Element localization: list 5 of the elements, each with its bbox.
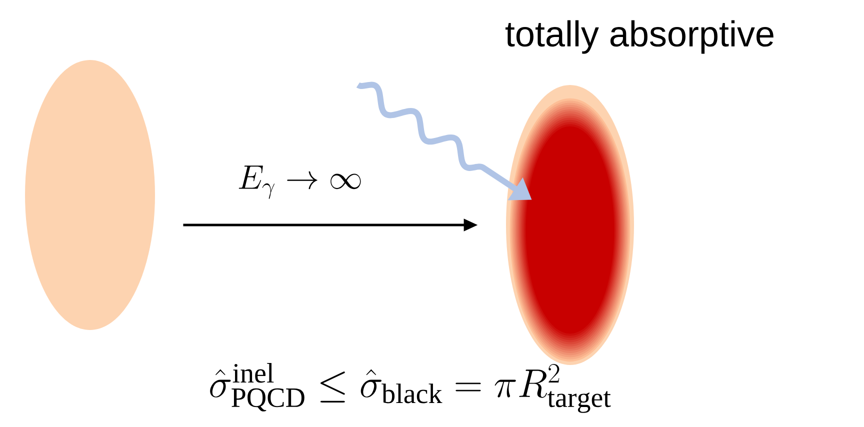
caption-text: totally absorptive: [505, 20, 774, 54]
formula: $\hat{\sigma}^{\mathrm{inel}}_{\mathrm{PQCD}} \le \hat{\sigma}_{\mathrm{black}} = \pi R^2_{\mathrm{target}}$: [210, 363, 611, 413]
edge-label: $E_\gamma \to \infty$: [238, 166, 361, 199]
target-ellipse: [506, 85, 634, 365]
ellipse: [25, 60, 155, 330]
